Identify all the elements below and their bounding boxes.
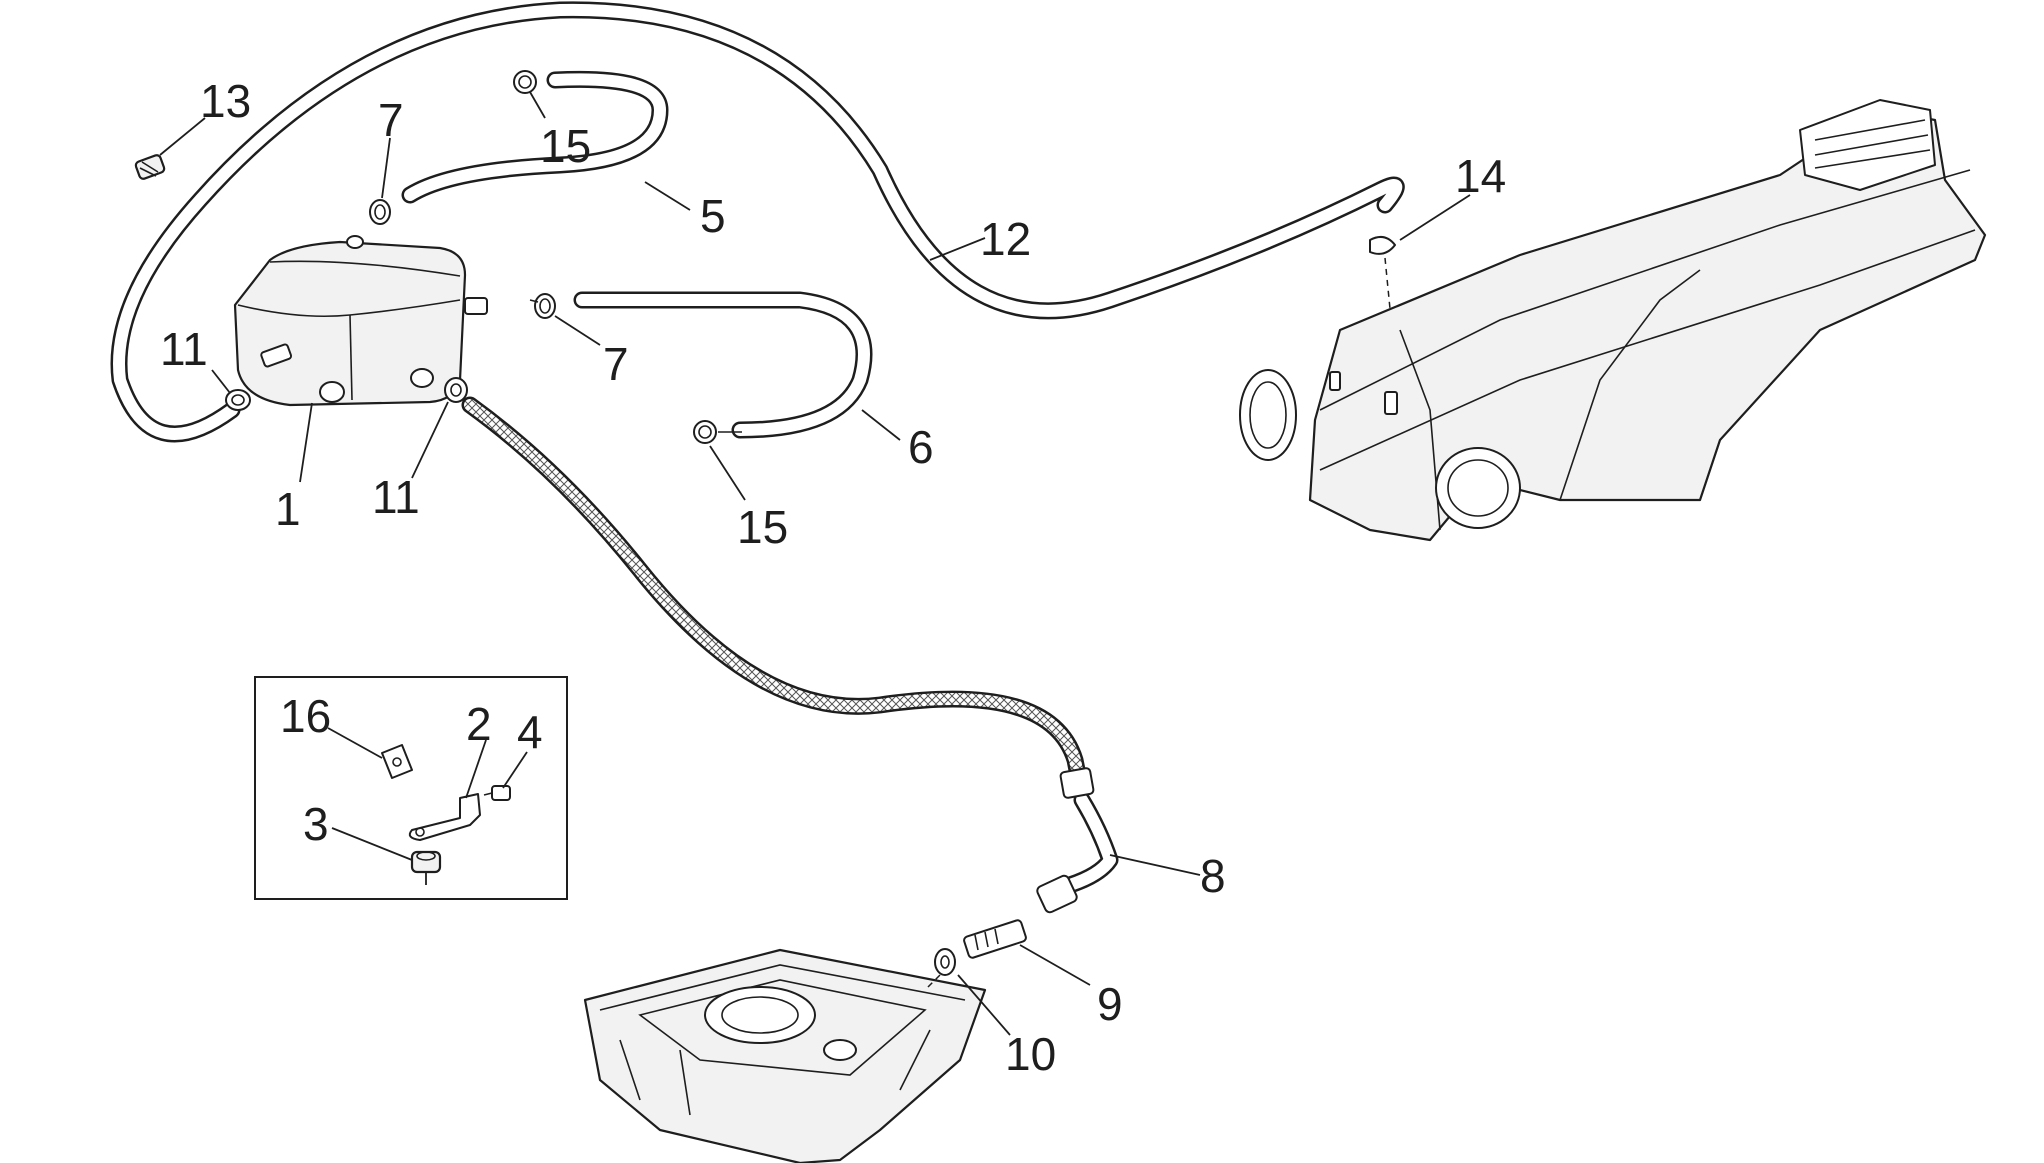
clip-16 — [381, 744, 413, 779]
callout-3: 3 — [303, 798, 329, 850]
fitting-9 — [963, 919, 1027, 959]
ring-11-right — [444, 377, 468, 403]
callout-1: 1 — [275, 483, 301, 535]
leader-lines — [159, 91, 1471, 1036]
callout-14: 14 — [1455, 150, 1506, 202]
screw-4 — [483, 785, 511, 801]
callout-7-lower: 7 — [603, 338, 629, 390]
ring-15-upper — [513, 70, 537, 94]
callout-13: 13 — [200, 75, 251, 127]
grommet-3 — [410, 850, 442, 885]
callout-12: 12 — [980, 213, 1031, 265]
callout-8: 8 — [1200, 850, 1226, 902]
callout-labels: 13 7 15 5 12 14 7 11 1 11 6 15 8 9 10 16… — [160, 75, 1506, 1080]
callout-7-upper: 7 — [378, 94, 404, 146]
callout-16: 16 — [280, 690, 331, 742]
callout-15-lower: 15 — [737, 501, 788, 553]
hose-6 — [573, 291, 873, 439]
callout-9: 9 — [1097, 978, 1123, 1030]
callout-15-upper: 15 — [540, 120, 591, 172]
inset-box — [254, 676, 568, 900]
callout-11-right: 11 — [372, 471, 420, 523]
bracket-2 — [408, 793, 481, 841]
hose-8 — [461, 396, 1119, 914]
callout-5: 5 — [700, 190, 726, 242]
callout-6: 6 — [908, 421, 934, 473]
hose-12 — [110, 1, 1405, 443]
callout-4: 4 — [517, 706, 543, 758]
ring-7-upper — [369, 199, 391, 225]
callout-11-left: 11 — [160, 323, 208, 375]
washer-10 — [924, 948, 956, 991]
hose-5 — [401, 70, 669, 204]
ring-15-lower — [693, 420, 742, 444]
air-filter-box — [1239, 99, 1987, 542]
callout-2: 2 — [466, 698, 492, 750]
ring-7-lower — [529, 293, 556, 319]
oil-sump-pan — [583, 948, 987, 1163]
ring-11-left — [225, 389, 251, 411]
callout-10: 10 — [1005, 1028, 1056, 1080]
clamp-13 — [134, 154, 166, 180]
breather-tank-part-1 — [233, 235, 488, 407]
